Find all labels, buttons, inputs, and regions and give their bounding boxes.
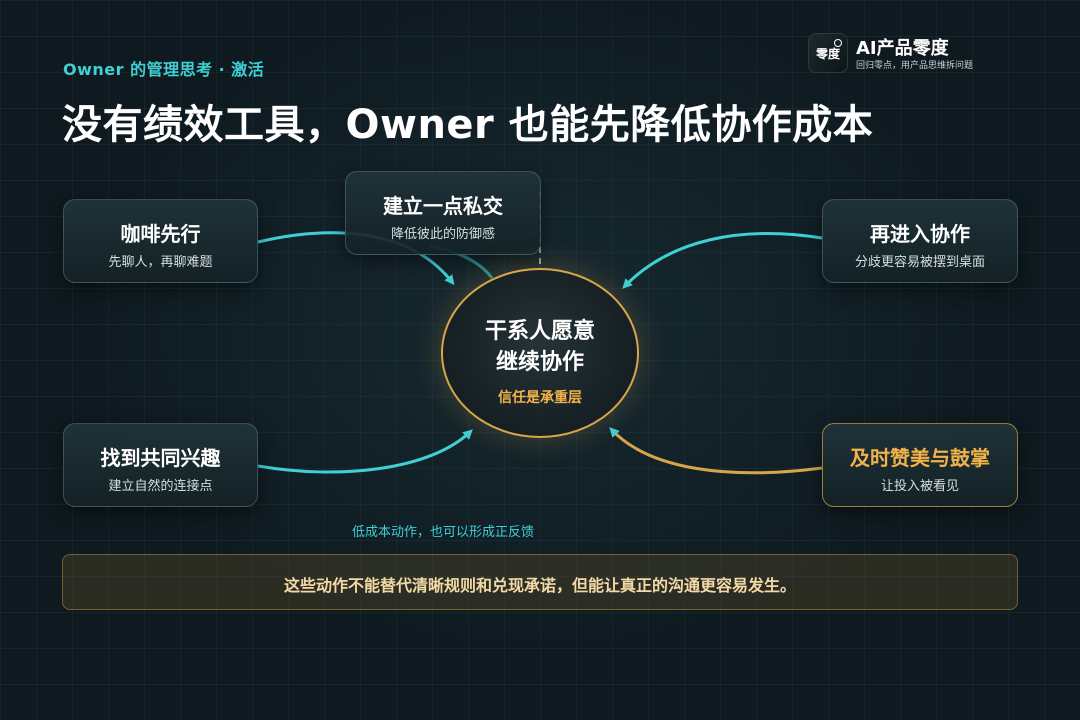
center-subtitle: 信任是承重层 [498,390,582,406]
node-reenter-title: 再进入协作 [870,222,970,246]
diagram-caption: 低成本动作，也可以形成正反馈 [352,525,535,540]
node-praise-subtitle: 让投入被看见 [880,479,959,494]
arrow-interest-to-center [257,429,473,474]
center-title-line2: 继续协作 [495,350,584,375]
brand-slogan: 回归零点，用产品思维拆问题 [856,61,974,71]
note-banner: 这些动作不能替代清晰规则和兑现承诺，但能让真正的沟通更容易发生。 [62,554,1018,610]
section-subtitle: Owner 的管理思考 · 激活 [63,60,265,79]
node-coffee: 咖啡先行 先聊人，再聊难题 [63,199,258,283]
node-praise: 及时赞美与鼓掌 让投入被看见 [822,423,1018,507]
node-private-subtitle: 降低彼此的防御感 [390,227,495,242]
node-coffee-title: 咖啡先行 [120,222,201,246]
node-reenter-subtitle: 分歧更容易被摆到桌面 [854,255,985,270]
arrow-praise-to-center [609,427,823,475]
arrow-reenter-to-center [622,232,823,289]
brand: 零度 AI产品零度 回归零点，用产品思维拆问题 [808,33,1008,73]
brand-logo-text: 零度 [815,46,840,61]
page-title: 没有绩效工具，Owner 也能先降低协作成本 [62,102,874,148]
brand-logo-icon: 零度 [808,33,848,73]
node-private-title: 建立一点私交 [383,194,503,218]
node-coffee-subtitle: 先聊人，再聊难题 [108,255,213,270]
note-text: 这些动作不能替代清晰规则和兑现承诺，但能让真正的沟通更容易发生。 [283,576,796,595]
center-title-line1: 干系人愿意 [484,319,595,344]
node-interest-subtitle: 建立自然的连接点 [108,479,213,494]
node-interest-title: 找到共同兴趣 [100,446,221,470]
center-node: 干系人愿意 继续协作 信任是承重层 [441,268,639,438]
node-reenter: 再进入协作 分歧更容易被摆到桌面 [822,199,1018,283]
brand-name: AI产品零度 [856,38,949,59]
node-interest: 找到共同兴趣 建立自然的连接点 [63,423,258,507]
node-private: 建立一点私交 降低彼此的防御感 [345,171,541,255]
node-praise-title: 及时赞美与鼓掌 [850,446,990,470]
